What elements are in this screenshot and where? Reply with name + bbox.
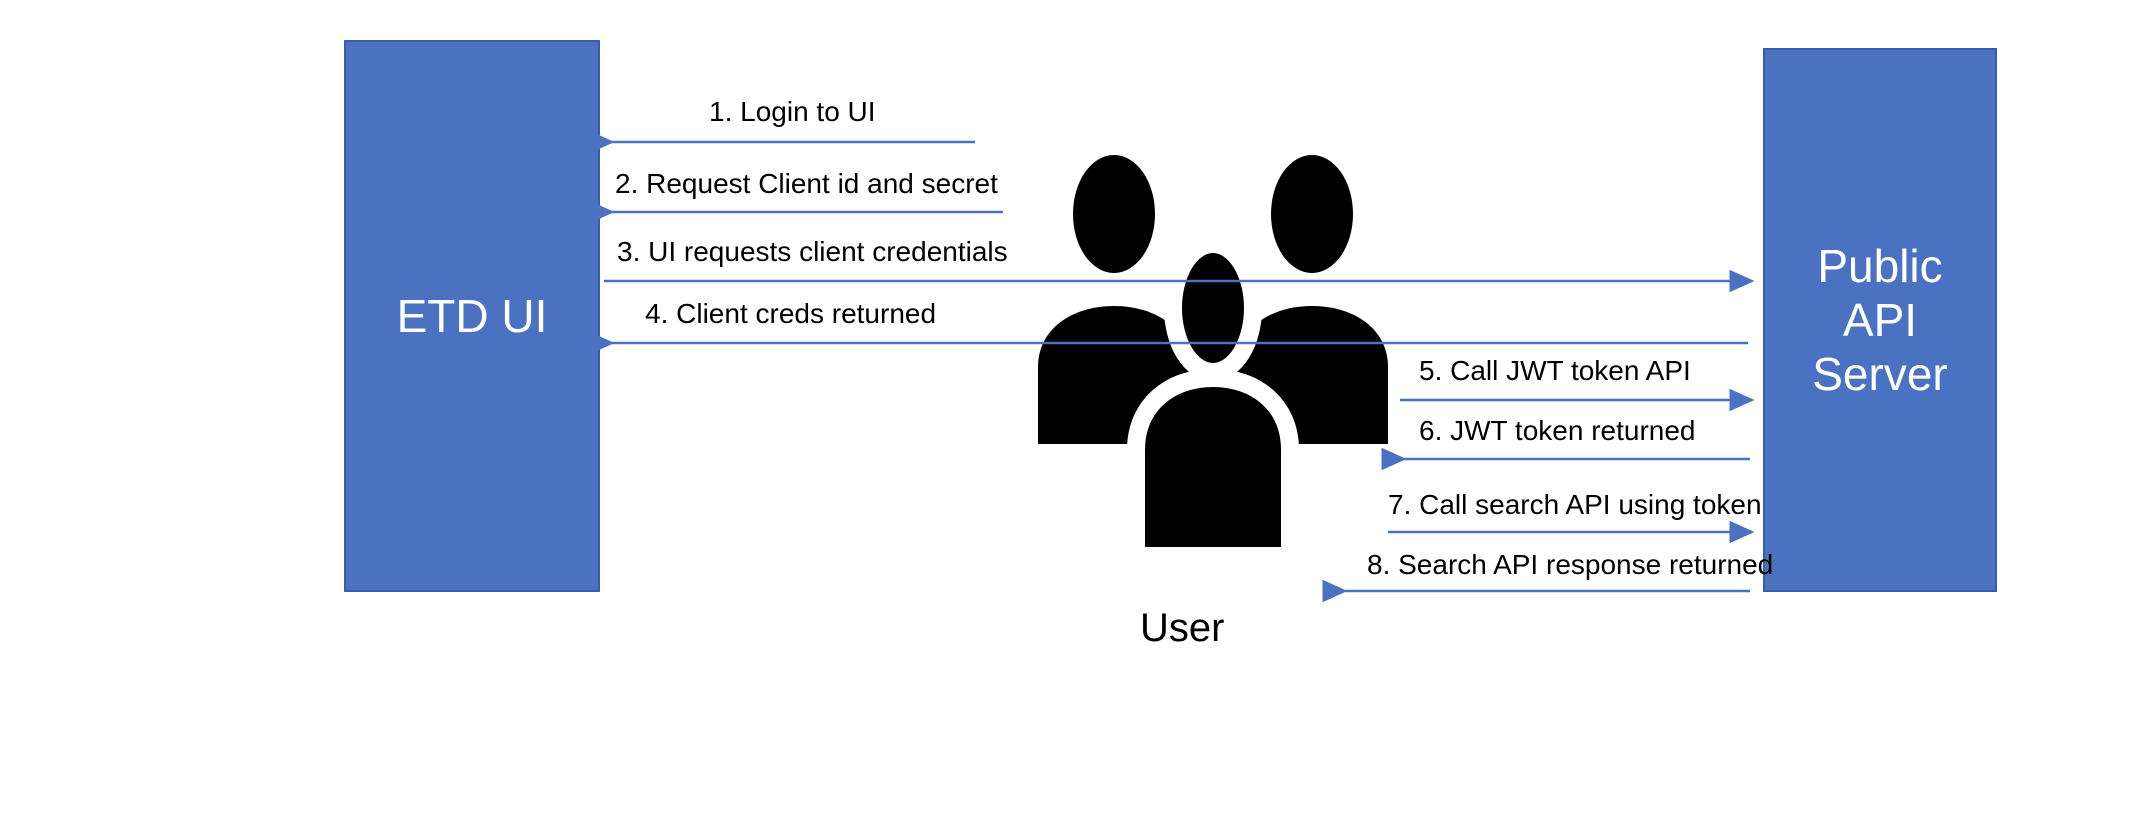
message-label-4: 4. Client creds returned (645, 298, 937, 329)
node-public-api-server-label-line1: Public (1817, 239, 1943, 292)
node-public-api-server[interactable]: Public API Server (1763, 48, 1997, 592)
node-etd-ui-label: ETD UI (396, 289, 548, 342)
message-label-8: 8. Search API response returned (1367, 549, 1774, 580)
message-label-1: 1. Login to UI (709, 96, 876, 127)
message-label-3: 3. UI requests client credentials (617, 236, 1008, 267)
message-label-6: 6. JWT token returned (1419, 415, 1696, 446)
actor-user-label: User (1140, 606, 1225, 650)
message-label-2: 2. Request Client id and secret (615, 168, 998, 199)
message-label-5: 5. Call JWT token API (1419, 355, 1691, 386)
node-public-api-server-label: Public API Server (1765, 239, 1995, 402)
node-etd-ui[interactable]: ETD UI (344, 40, 600, 592)
message-label-7: 7. Call search API using token (1388, 489, 1762, 520)
node-public-api-server-label-line3: Server (1812, 348, 1948, 401)
people-group-icon (1038, 155, 1388, 556)
node-public-api-server-label-line2: API (1842, 293, 1918, 346)
